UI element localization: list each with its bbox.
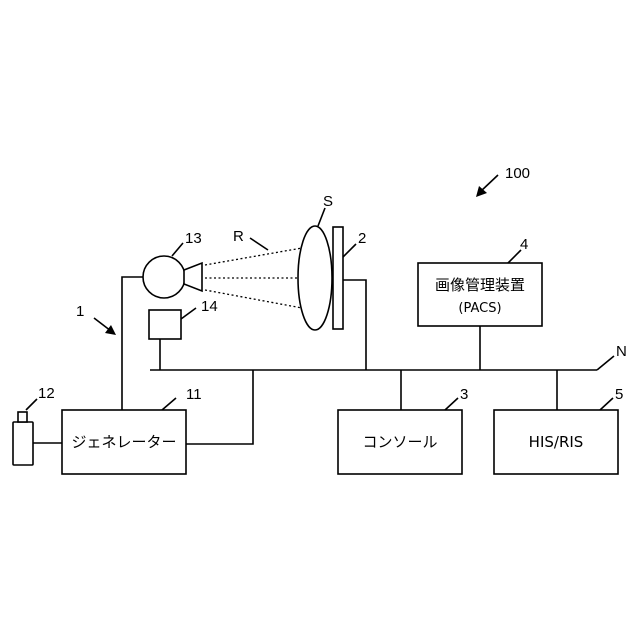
exposure-switch-button [18,412,27,422]
leader-13 [172,243,183,256]
pacs-label-line1: 画像管理装置 [435,276,525,294]
ref-label-2: 2 [358,230,366,247]
ref-label-5: 5 [615,386,623,403]
leader-r [250,238,268,250]
xray-tube-collimator [184,263,202,291]
leader-12 [26,399,37,410]
ref-label-100: 100 [505,165,530,182]
ref-label-4: 4 [520,236,528,253]
arrow-1-head [105,325,116,335]
console-label: コンソール [362,433,437,451]
network-label-leader [597,356,614,370]
xray-tube-body [143,256,185,298]
ref-label-13: 13 [185,230,202,247]
ref-label-11: 11 [186,386,202,403]
ref-label-r: R [233,228,244,245]
ref-label-1: 1 [76,303,84,320]
leader-s [318,208,325,226]
pacs-label-line2: (PACS) [458,301,501,316]
radiation-beam-top [205,248,302,265]
ref-label-14: 14 [201,298,218,315]
ref-label-n: N [616,343,627,360]
pacs-box [418,263,542,326]
ref-label-s: S [323,193,333,210]
leader-14 [181,308,196,319]
ref-label-3: 3 [460,386,468,403]
leader-11 [162,398,176,410]
leader-2 [343,244,356,257]
detector-panel [333,227,343,329]
bus-to-generator-line [186,370,253,444]
bus-to-detector-line [343,280,366,370]
radiation-beam-bottom [205,290,302,308]
exposure-switch [13,422,33,465]
his-ris-label: HIS/RIS [529,433,584,451]
leader-3 [445,398,458,410]
generator-to-tube-line [122,277,143,410]
leader-5 [600,398,613,410]
ref-label-12: 12 [38,385,55,402]
subject-ellipse [298,226,332,330]
unit-14-box [149,310,181,339]
generator-label: ジェネレーター [71,433,176,451]
